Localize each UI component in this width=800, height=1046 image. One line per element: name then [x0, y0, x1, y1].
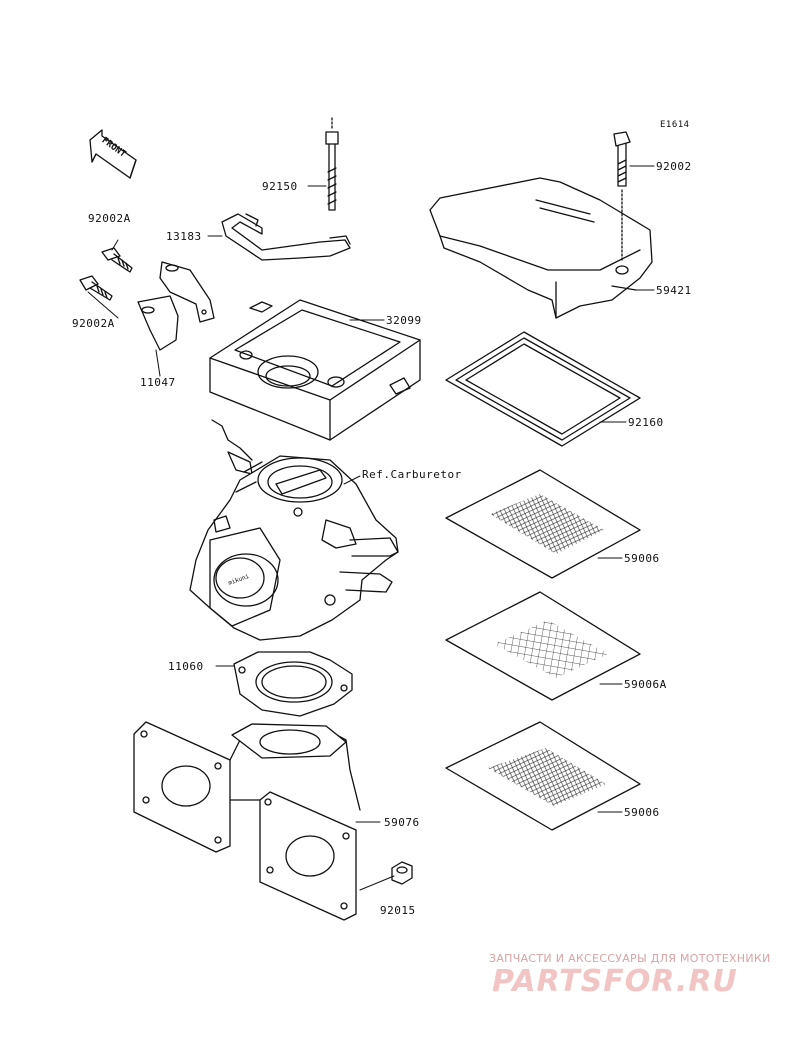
- cover-59421: [429, 177, 653, 319]
- part-label-11047: 11047: [140, 376, 176, 389]
- part-label-32099: 32099: [386, 314, 422, 327]
- part-label-59006-top: 59006: [624, 552, 660, 565]
- part-label-59076: 59076: [384, 816, 420, 829]
- gasket-11060: [233, 651, 353, 717]
- part-label-92002A-top: 92002A: [88, 212, 131, 225]
- watermark-tagline: ЗАПЧАСТИ И АКСЕССУАРЫ ДЛЯ МОТОТЕХНИКИ: [489, 952, 771, 965]
- screen-59006-top: [445, 469, 641, 579]
- bolt-92150: [325, 117, 339, 211]
- part-label-11060: 11060: [168, 660, 204, 673]
- bolt-92002A-bottom: [79, 275, 113, 301]
- watermark-logo: PARTSFOR.RU: [492, 964, 738, 999]
- diagram-code: E1614: [660, 120, 690, 130]
- part-label-92015: 92015: [380, 904, 416, 917]
- bolt-92002: [613, 131, 631, 263]
- bracket-11047: [137, 261, 215, 351]
- bolt-92002A-top: [101, 247, 133, 273]
- part-label-92002A-bottom: 92002A: [72, 317, 115, 330]
- ref-carburetor-label: Ref.Carburetor: [362, 468, 462, 481]
- nut-92015: [391, 861, 413, 885]
- front-arrow-icon: [89, 129, 137, 179]
- part-label-92150: 92150: [262, 180, 298, 193]
- carburetor: mikuni: [189, 419, 399, 641]
- leader-lines: [87, 165, 655, 891]
- airbox-32099: [209, 299, 421, 441]
- manifold-59076: [133, 721, 361, 921]
- part-label-92160: 92160: [628, 416, 664, 429]
- part-label-59006A: 59006A: [624, 678, 667, 691]
- part-label-59006-bottom: 59006: [624, 806, 660, 819]
- part-label-92002: 92002: [656, 160, 692, 173]
- screen-59006-bottom: [445, 721, 641, 831]
- screen-59006A: [445, 591, 641, 701]
- gasket-92160: [445, 331, 641, 447]
- part-label-59421: 59421: [656, 284, 692, 297]
- bracket-13183: [221, 213, 351, 261]
- part-label-13183: 13183: [166, 230, 202, 243]
